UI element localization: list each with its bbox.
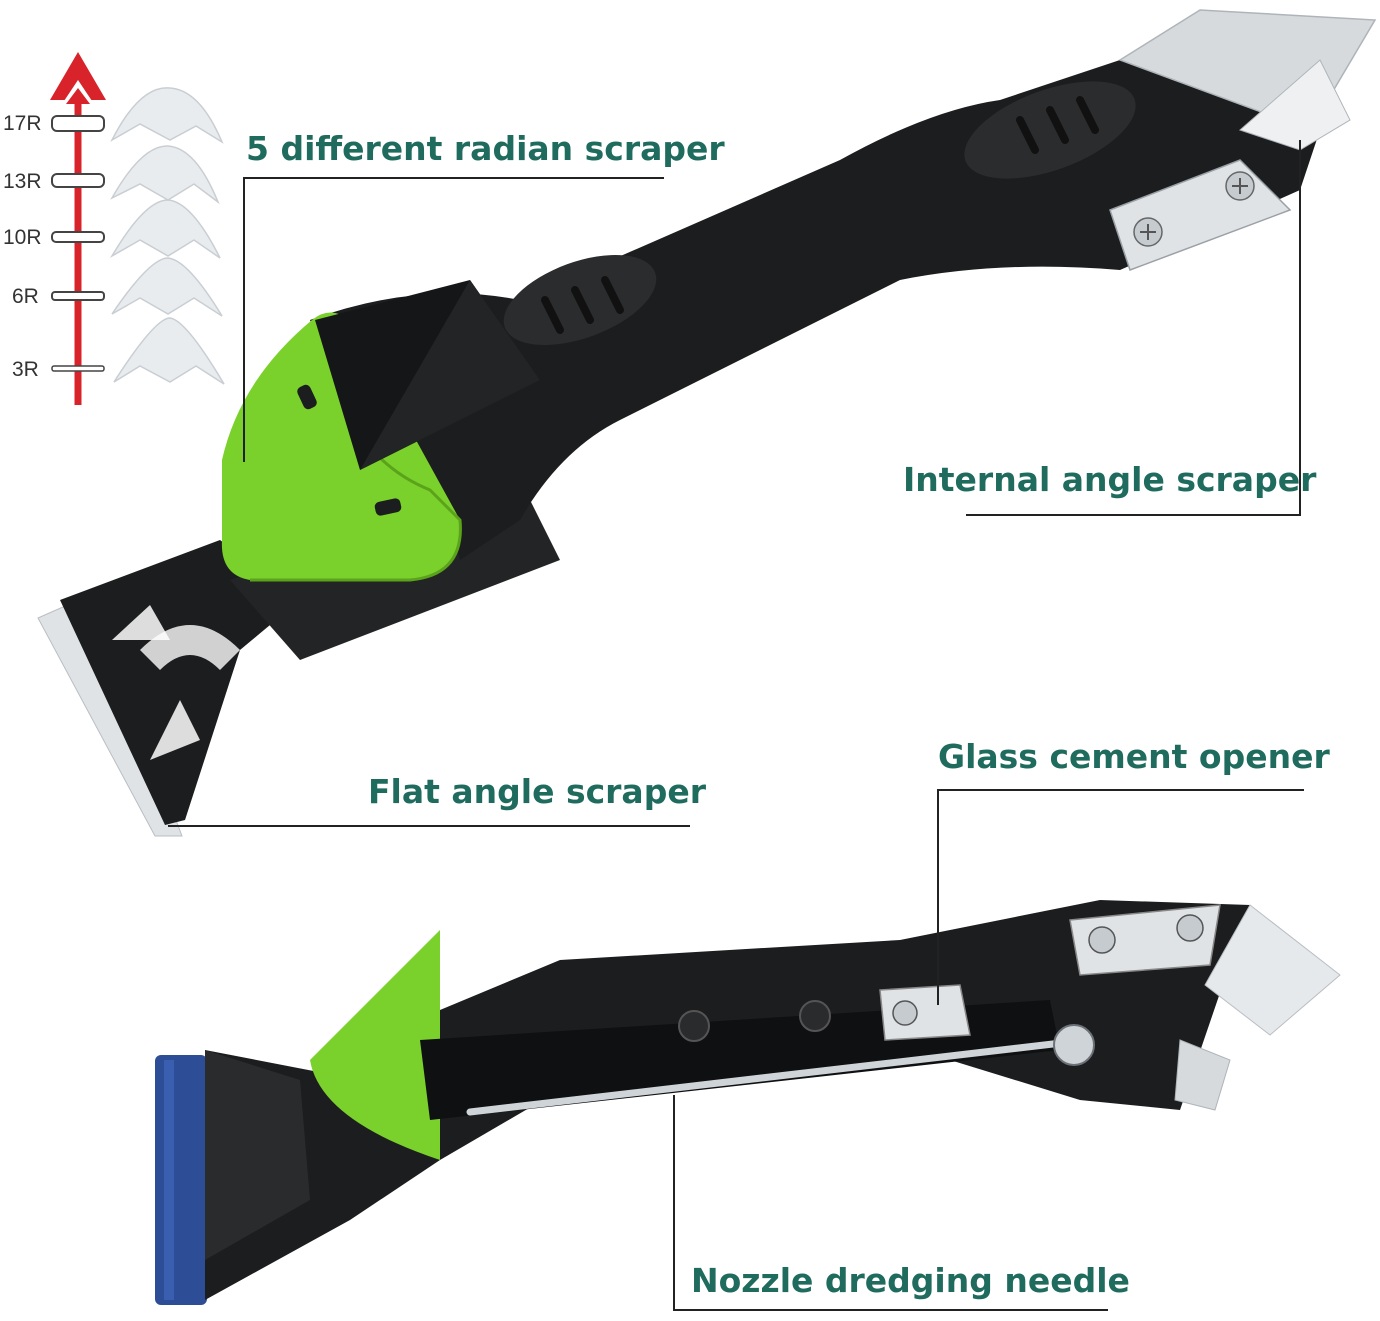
radian-bar-10R — [51, 231, 105, 243]
radian-label-10R: 10R — [3, 226, 42, 249]
leader-line-internal — [966, 140, 1301, 516]
leader-lines — [168, 140, 1304, 1311]
callout-flat-angle-scraper: Flat angle scraper — [368, 772, 706, 811]
screw-icon — [799, 1000, 831, 1032]
top-tool — [37, 9, 1377, 837]
blade-holder — [60, 540, 300, 825]
radian-scale — [50, 52, 225, 405]
callout-radian-scraper: 5 different radian scraper — [246, 129, 725, 168]
callout-internal-angle-scraper: Internal angle scraper — [903, 460, 1317, 499]
radian-bar-3R — [51, 365, 105, 372]
dredging-needle — [466, 1038, 1074, 1116]
radian-tip-17R — [110, 87, 224, 144]
radian-label-17R: 17R — [3, 112, 42, 135]
radian-bar-17R — [51, 115, 105, 132]
top-handle — [310, 60, 1320, 560]
red-up-arrow-icon — [50, 52, 106, 100]
green-tip — [310, 930, 440, 1160]
leader-line-glass — [937, 789, 1304, 1005]
screw-icon — [678, 1010, 710, 1042]
radian-tip-13R — [110, 145, 220, 205]
screw-icon — [1176, 914, 1204, 942]
radian-label-3R: 3R — [12, 358, 39, 381]
screw-icon — [892, 1000, 918, 1026]
leader-line-nozzle — [673, 1095, 1108, 1311]
bottom-tool — [155, 900, 1341, 1305]
radian-bar-13R — [51, 173, 105, 188]
bottom-steel-blade — [1204, 904, 1341, 1036]
radian-label-13R: 13R — [3, 170, 42, 193]
radian-bar-6R — [51, 291, 105, 301]
glass-cement-opener-plate — [879, 984, 971, 1041]
radian-label-6R: 6R — [12, 285, 39, 308]
green-radian-cap — [221, 312, 461, 580]
callout-glass-cement-opener: Glass cement opener — [938, 737, 1330, 776]
bottom-handle — [205, 900, 1250, 1300]
radian-tip-6R — [111, 257, 223, 317]
screw-icon — [1088, 926, 1116, 954]
callout-nozzle-dredging-needle: Nozzle dredging needle — [691, 1261, 1130, 1300]
radian-tip-10R — [109, 199, 221, 259]
blue-cap — [155, 1055, 207, 1305]
leader-line-radian — [243, 177, 664, 462]
radian-tip-3R — [113, 317, 225, 385]
